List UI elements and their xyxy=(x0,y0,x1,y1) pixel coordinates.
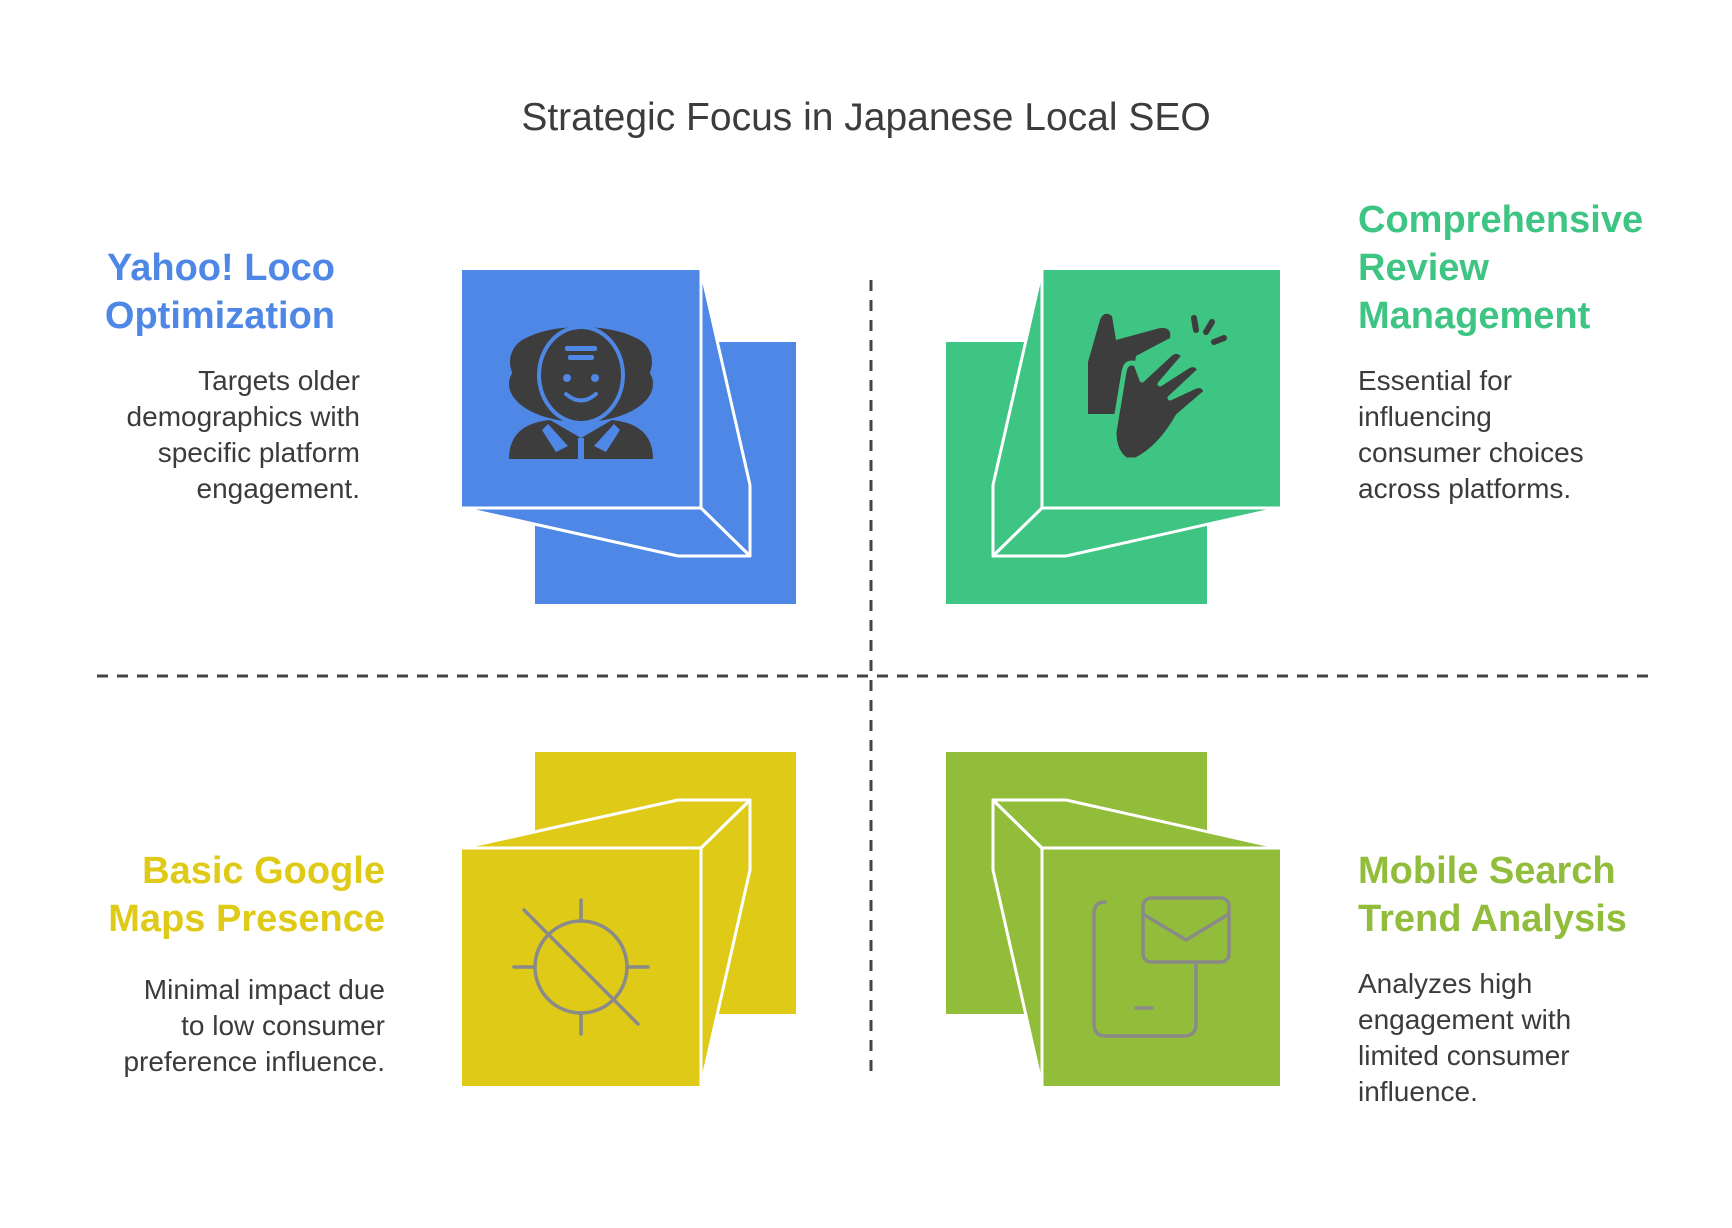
quadrant-bottom-right-heading: Mobile Search Trend Analysis xyxy=(1358,847,1627,943)
heading-line: Trend Analysis xyxy=(1358,898,1627,940)
heading-line: Comprehensive xyxy=(1358,199,1644,241)
description-line: across platforms. xyxy=(1358,473,1572,504)
heading-line: Management xyxy=(1358,295,1591,337)
quadrant-top-left-heading: Yahoo! Loco Optimization xyxy=(105,244,335,340)
description-line: preference influence. xyxy=(123,1046,385,1077)
heading-line: Basic Google xyxy=(142,850,385,892)
quadrant-bottom-left-cube xyxy=(460,752,796,1088)
quadrant-bottom-right-description: Analyzes high engagement with limited co… xyxy=(1358,966,1571,1110)
quadrant-bottom-left-heading: Basic Google Maps Presence xyxy=(108,847,385,943)
description-line: Minimal impact due xyxy=(143,974,385,1005)
description-line: consumer choices xyxy=(1358,437,1584,468)
mobile-mail-icon xyxy=(1092,896,1231,1038)
heading-line: Mobile Search xyxy=(1358,850,1616,892)
heading-line: Review xyxy=(1358,247,1489,289)
location-off-icon xyxy=(512,898,650,1036)
elderly-person-icon xyxy=(509,325,653,459)
quadrant-top-right-description: Essential for influencing consumer choic… xyxy=(1358,363,1584,507)
description-line: limited consumer xyxy=(1358,1040,1570,1071)
quadrant-top-left-description: Targets older demographics with specific… xyxy=(127,363,360,507)
description-line: demographics with xyxy=(126,401,360,432)
description-line: engagement with xyxy=(1358,1004,1572,1035)
description-line: influencing xyxy=(1358,401,1492,432)
description-line: specific platform xyxy=(157,437,360,468)
clapping-hands-icon xyxy=(1088,313,1227,463)
quadrant-top-left-cube xyxy=(460,268,796,604)
description-line: influence. xyxy=(1358,1076,1478,1107)
description-line: Analyzes high xyxy=(1358,968,1533,999)
heading-line: Yahoo! Loco xyxy=(107,247,335,289)
heading-line: Maps Presence xyxy=(108,898,385,940)
diagram-title: Strategic Focus in Japanese Local SEO xyxy=(521,96,1211,139)
quadrant-bottom-left-description: Minimal impact due to low consumer prefe… xyxy=(123,972,385,1080)
description-line: engagement. xyxy=(196,473,360,504)
description-line: Essential for xyxy=(1358,365,1513,396)
description-line: Targets older xyxy=(198,365,360,396)
quadrant-bottom-right-cube xyxy=(946,752,1282,1088)
description-line: to low consumer xyxy=(181,1010,385,1041)
heading-line: Optimization xyxy=(104,295,335,337)
quadrant-top-right-heading: Comprehensive Review Management xyxy=(1358,196,1643,340)
